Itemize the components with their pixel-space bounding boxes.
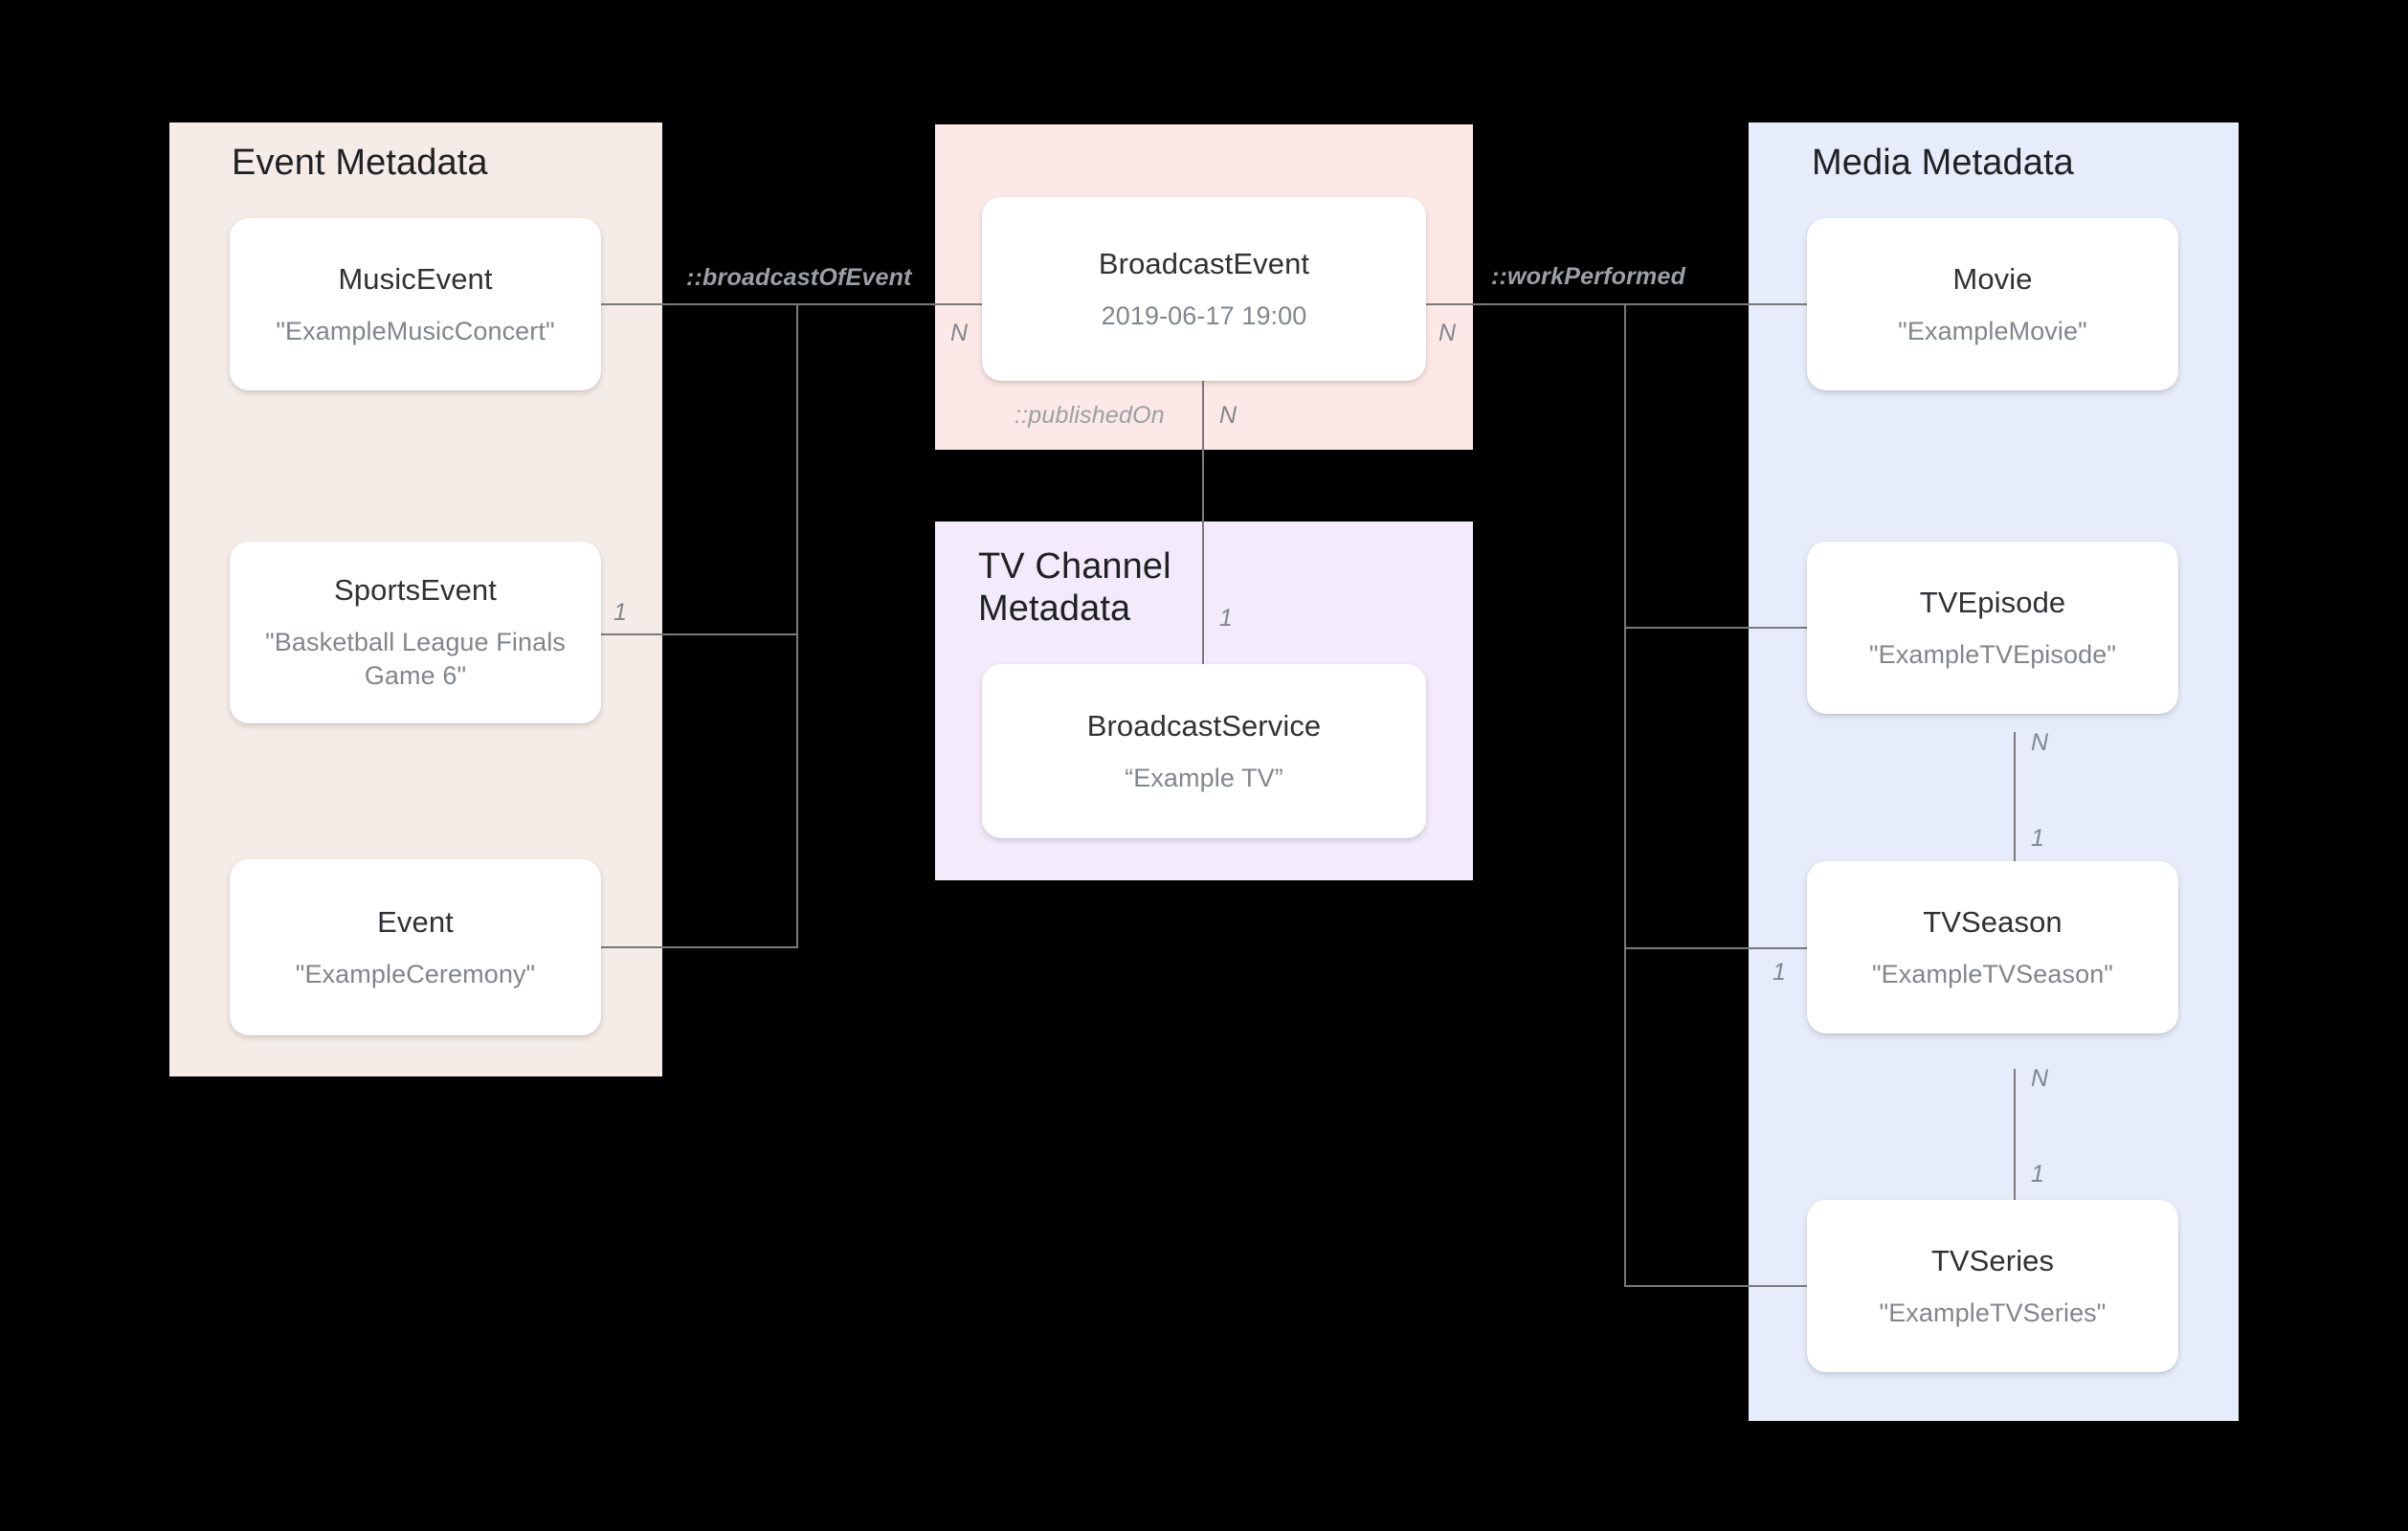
- entity-type-broadcast-event: BroadcastEvent: [1098, 246, 1310, 280]
- entity-value-tv-episode: "ExampleTVEpisode": [1868, 640, 2117, 670]
- entity-value-movie: "ExampleMovie": [1898, 317, 2087, 346]
- edge-media-trunk-to-tv-episode: [1624, 627, 1807, 629]
- edge-music-event-to-trunk: [599, 303, 797, 305]
- entity-card-tv-series[interactable]: TVSeries "ExampleTVSeries": [1807, 1200, 2178, 1372]
- entity-value-tv-season: "ExampleTVSeason": [1872, 960, 2113, 989]
- relation-label-broadcast-of-event: ::broadcastOfEvent: [686, 264, 912, 291]
- entity-value-broadcast-service: “Example TV”: [1125, 764, 1283, 793]
- edge-media-trunk-vertical: [1624, 303, 1626, 1287]
- entity-type-music-event: MusicEvent: [338, 261, 493, 296]
- edge-media-trunk-to-tv-season: [1624, 947, 1807, 949]
- entity-type-movie: Movie: [1952, 261, 2033, 296]
- cardinality-published-on-n: N: [1219, 402, 1237, 429]
- entity-value-event: "ExampleCeremony": [295, 960, 536, 989]
- entity-card-music-event[interactable]: MusicEvent "ExampleMusicConcert": [230, 218, 601, 390]
- entity-type-sports-event: SportsEvent: [334, 573, 497, 608]
- cardinality-broadcast-event-left-n: N: [950, 320, 969, 346]
- cardinality-tv-season-one-left: 1: [1773, 959, 1786, 986]
- entity-value-sports-event: "Basketball League Finals Game 6": [265, 627, 566, 690]
- entity-type-tv-series: TVSeries: [1930, 1243, 2055, 1277]
- entity-type-tv-season: TVSeason: [1923, 904, 2062, 939]
- edge-broadcast-event-to-media-trunk: [1413, 303, 1807, 305]
- entity-value-tv-series: "ExampleTVSeries": [1879, 1298, 2107, 1328]
- entity-type-event: Event: [377, 904, 454, 939]
- cardinality-tv-season-n: N: [2031, 1065, 2049, 1092]
- cardinality-sports-event-one: 1: [613, 599, 627, 626]
- cardinality-tv-season-one-from-episode: 1: [2031, 825, 2044, 852]
- entity-card-broadcast-event[interactable]: BroadcastEvent 2019-06-17 19:00: [982, 197, 1426, 381]
- entity-card-broadcast-service[interactable]: BroadcastService “Example TV”: [982, 664, 1426, 838]
- entity-card-event[interactable]: Event "ExampleCeremony": [230, 859, 601, 1035]
- entity-type-broadcast-service: BroadcastService: [1086, 708, 1322, 743]
- edge-trunk-to-broadcast-event: [796, 303, 995, 305]
- edge-media-trunk-to-tv-series: [1624, 1285, 1807, 1287]
- entity-value-music-event: "ExampleMusicConcert": [276, 317, 555, 346]
- cardinality-tv-episode-n: N: [2031, 729, 2049, 756]
- edge-sports-event-to-trunk: [599, 633, 797, 635]
- edge-broadcast-event-to-service: [1202, 381, 1204, 666]
- cardinality-broadcast-service-one: 1: [1219, 605, 1233, 632]
- group-title-media-metadata: Media Metadata: [1812, 143, 2074, 183]
- group-title-tv-channel-metadata: TV Channel Metadata: [978, 546, 1171, 630]
- cardinality-broadcast-event-right-n: N: [1438, 320, 1457, 346]
- entity-card-tv-season[interactable]: TVSeason "ExampleTVSeason": [1807, 861, 2178, 1033]
- entity-card-tv-episode[interactable]: TVEpisode "ExampleTVEpisode": [1807, 542, 2178, 714]
- entity-value-broadcast-event: 2019-06-17 19:00: [1101, 301, 1307, 331]
- entity-card-sports-event[interactable]: SportsEvent "Basketball League Finals Ga…: [230, 542, 601, 723]
- relation-label-published-on: ::publishedOn: [1014, 402, 1165, 429]
- edge-event-to-trunk: [599, 946, 797, 948]
- cardinality-tv-series-one: 1: [2031, 1161, 2044, 1187]
- edge-tv-season-to-tv-series: [2014, 1069, 2016, 1241]
- group-title-event-metadata: Event Metadata: [232, 143, 488, 183]
- edge-tv-episode-to-tv-season: [2014, 732, 2016, 904]
- entity-card-movie[interactable]: Movie "ExampleMovie": [1807, 218, 2178, 390]
- edge-left-trunk-vertical: [796, 303, 798, 948]
- entity-type-tv-episode: TVEpisode: [1919, 585, 2066, 619]
- relation-label-work-performed: ::workPerformed: [1491, 263, 1686, 290]
